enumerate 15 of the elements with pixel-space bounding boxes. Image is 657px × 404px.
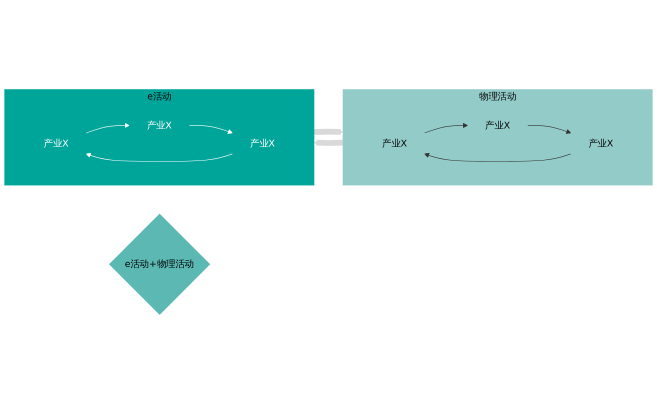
- arrow: [314, 140, 344, 146]
- arrow: [527, 125, 572, 134]
- node-text: 产业X: [485, 120, 510, 131]
- arrow: [86, 152, 233, 162]
- node-text: 产业X: [44, 138, 69, 149]
- arrow: [188, 125, 233, 134]
- arrow: [424, 122, 468, 134]
- arrow: [314, 128, 344, 135]
- node-text: 产业X: [382, 138, 407, 149]
- node-text: 产业X: [146, 120, 172, 131]
- node-diamond: e活动+物理活动: [109, 214, 210, 315]
- arrow: [86, 122, 130, 134]
- node-text: 产业X: [588, 138, 614, 149]
- arrow: [424, 152, 572, 162]
- node-text: 产业X: [250, 138, 275, 149]
